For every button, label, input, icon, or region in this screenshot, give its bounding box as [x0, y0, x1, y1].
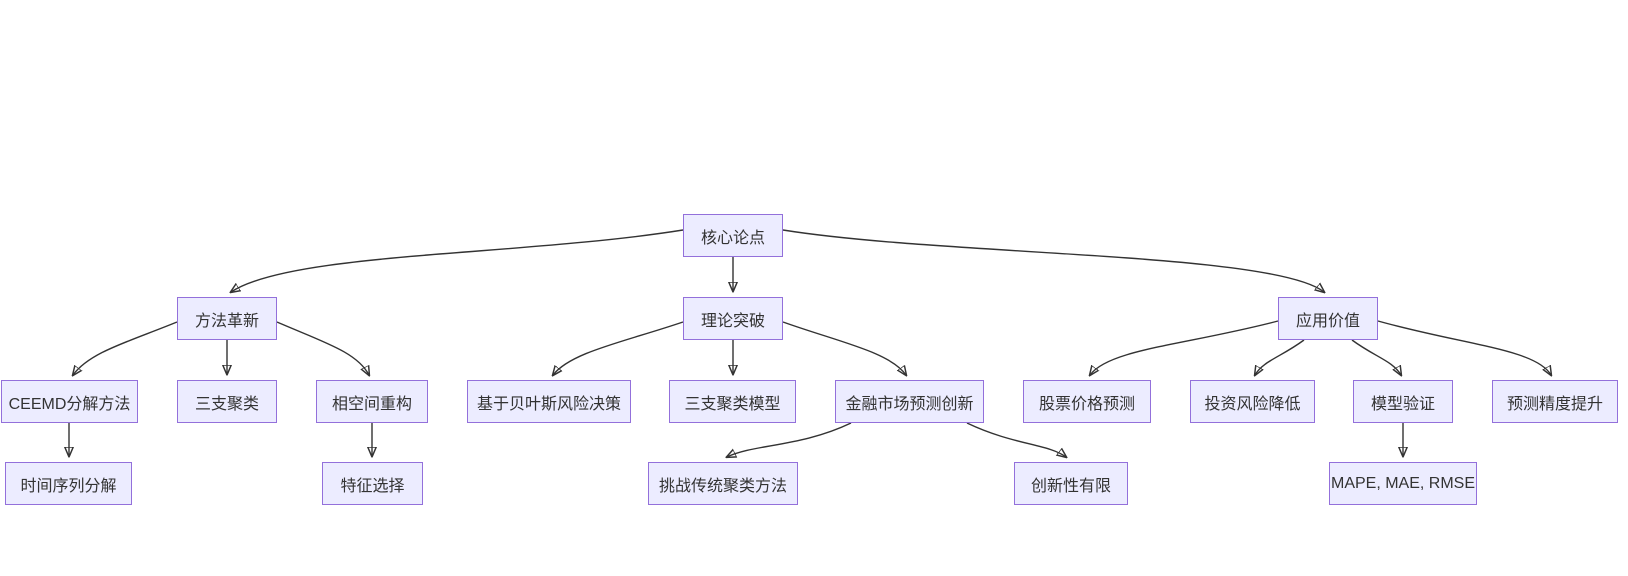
node-feature-selection: 特征选择	[322, 462, 423, 505]
edge-theory-bayes	[553, 321, 684, 375]
node-label: 挑战传统聚类方法	[658, 477, 787, 495]
node-label: CEEMD分解方法	[8, 395, 131, 413]
node-application-value: 应用价值	[1278, 297, 1378, 340]
node-stock-price-prediction: 股票价格预测	[1023, 380, 1151, 423]
edge-application-validation	[1351, 339, 1401, 375]
node-label: 理论突破	[700, 312, 765, 330]
node-label: 投资风险降低	[1204, 395, 1301, 413]
node-investment-risk-reduction: 投资风险降低	[1190, 380, 1315, 423]
node-label: 模型验证	[1370, 395, 1435, 413]
node-label: 方法革新	[194, 312, 259, 330]
node-label: 特征选择	[340, 477, 405, 495]
node-label: 核心论点	[700, 229, 765, 247]
node-method-innovation: 方法革新	[177, 297, 277, 340]
node-theory-breakthrough: 理论突破	[683, 297, 783, 340]
node-label: MAPE, MAE, RMSE	[1330, 474, 1476, 492]
node-label: 三支聚类模型	[684, 395, 781, 413]
node-label: 时间序列分解	[20, 477, 117, 495]
node-core-argument: 核心论点	[683, 214, 783, 257]
node-model-validation: 模型验证	[1353, 380, 1453, 423]
node-label: 应用价值	[1295, 312, 1360, 330]
node-label: 金融市场预测创新	[845, 395, 974, 413]
edge-application-invest	[1255, 339, 1305, 375]
edge-theory-finance	[782, 321, 906, 375]
node-label: 三支聚类	[194, 395, 259, 413]
node-label: 基于贝叶斯风险决策	[476, 395, 621, 413]
edge-application-accuracy	[1377, 320, 1551, 375]
edge-core-application	[782, 229, 1324, 292]
edge-method-ceemd	[73, 321, 178, 375]
node-limited-innovation: 创新性有限	[1014, 462, 1128, 505]
node-financial-market-prediction-innovation: 金融市场预测创新	[835, 380, 984, 423]
node-label: 预测精度提升	[1506, 395, 1603, 413]
node-label: 创新性有限	[1030, 477, 1111, 495]
node-bayesian-risk-decision: 基于贝叶斯风险决策	[467, 380, 631, 423]
edge-application-stock	[1090, 320, 1279, 375]
node-phase-space-reconstruction: 相空间重构	[316, 380, 428, 423]
node-evaluation-metrics: MAPE, MAE, RMSE	[1329, 462, 1477, 505]
node-ceemd-decomposition-method: CEEMD分解方法	[1, 380, 138, 423]
edge-method-phase	[276, 321, 369, 375]
edge-finance-challenge	[727, 422, 852, 457]
node-three-way-clustering-model: 三支聚类模型	[669, 380, 796, 423]
node-time-series-decomposition: 时间序列分解	[5, 462, 132, 505]
edge-core-method	[231, 229, 684, 292]
node-label: 相空间重构	[331, 395, 412, 413]
node-label: 股票价格预测	[1038, 395, 1135, 413]
edge-finance-limited	[966, 422, 1066, 457]
node-challenge-traditional-clustering: 挑战传统聚类方法	[648, 462, 798, 505]
node-three-way-clustering: 三支聚类	[177, 380, 277, 423]
node-prediction-accuracy-improvement: 预测精度提升	[1492, 380, 1618, 423]
